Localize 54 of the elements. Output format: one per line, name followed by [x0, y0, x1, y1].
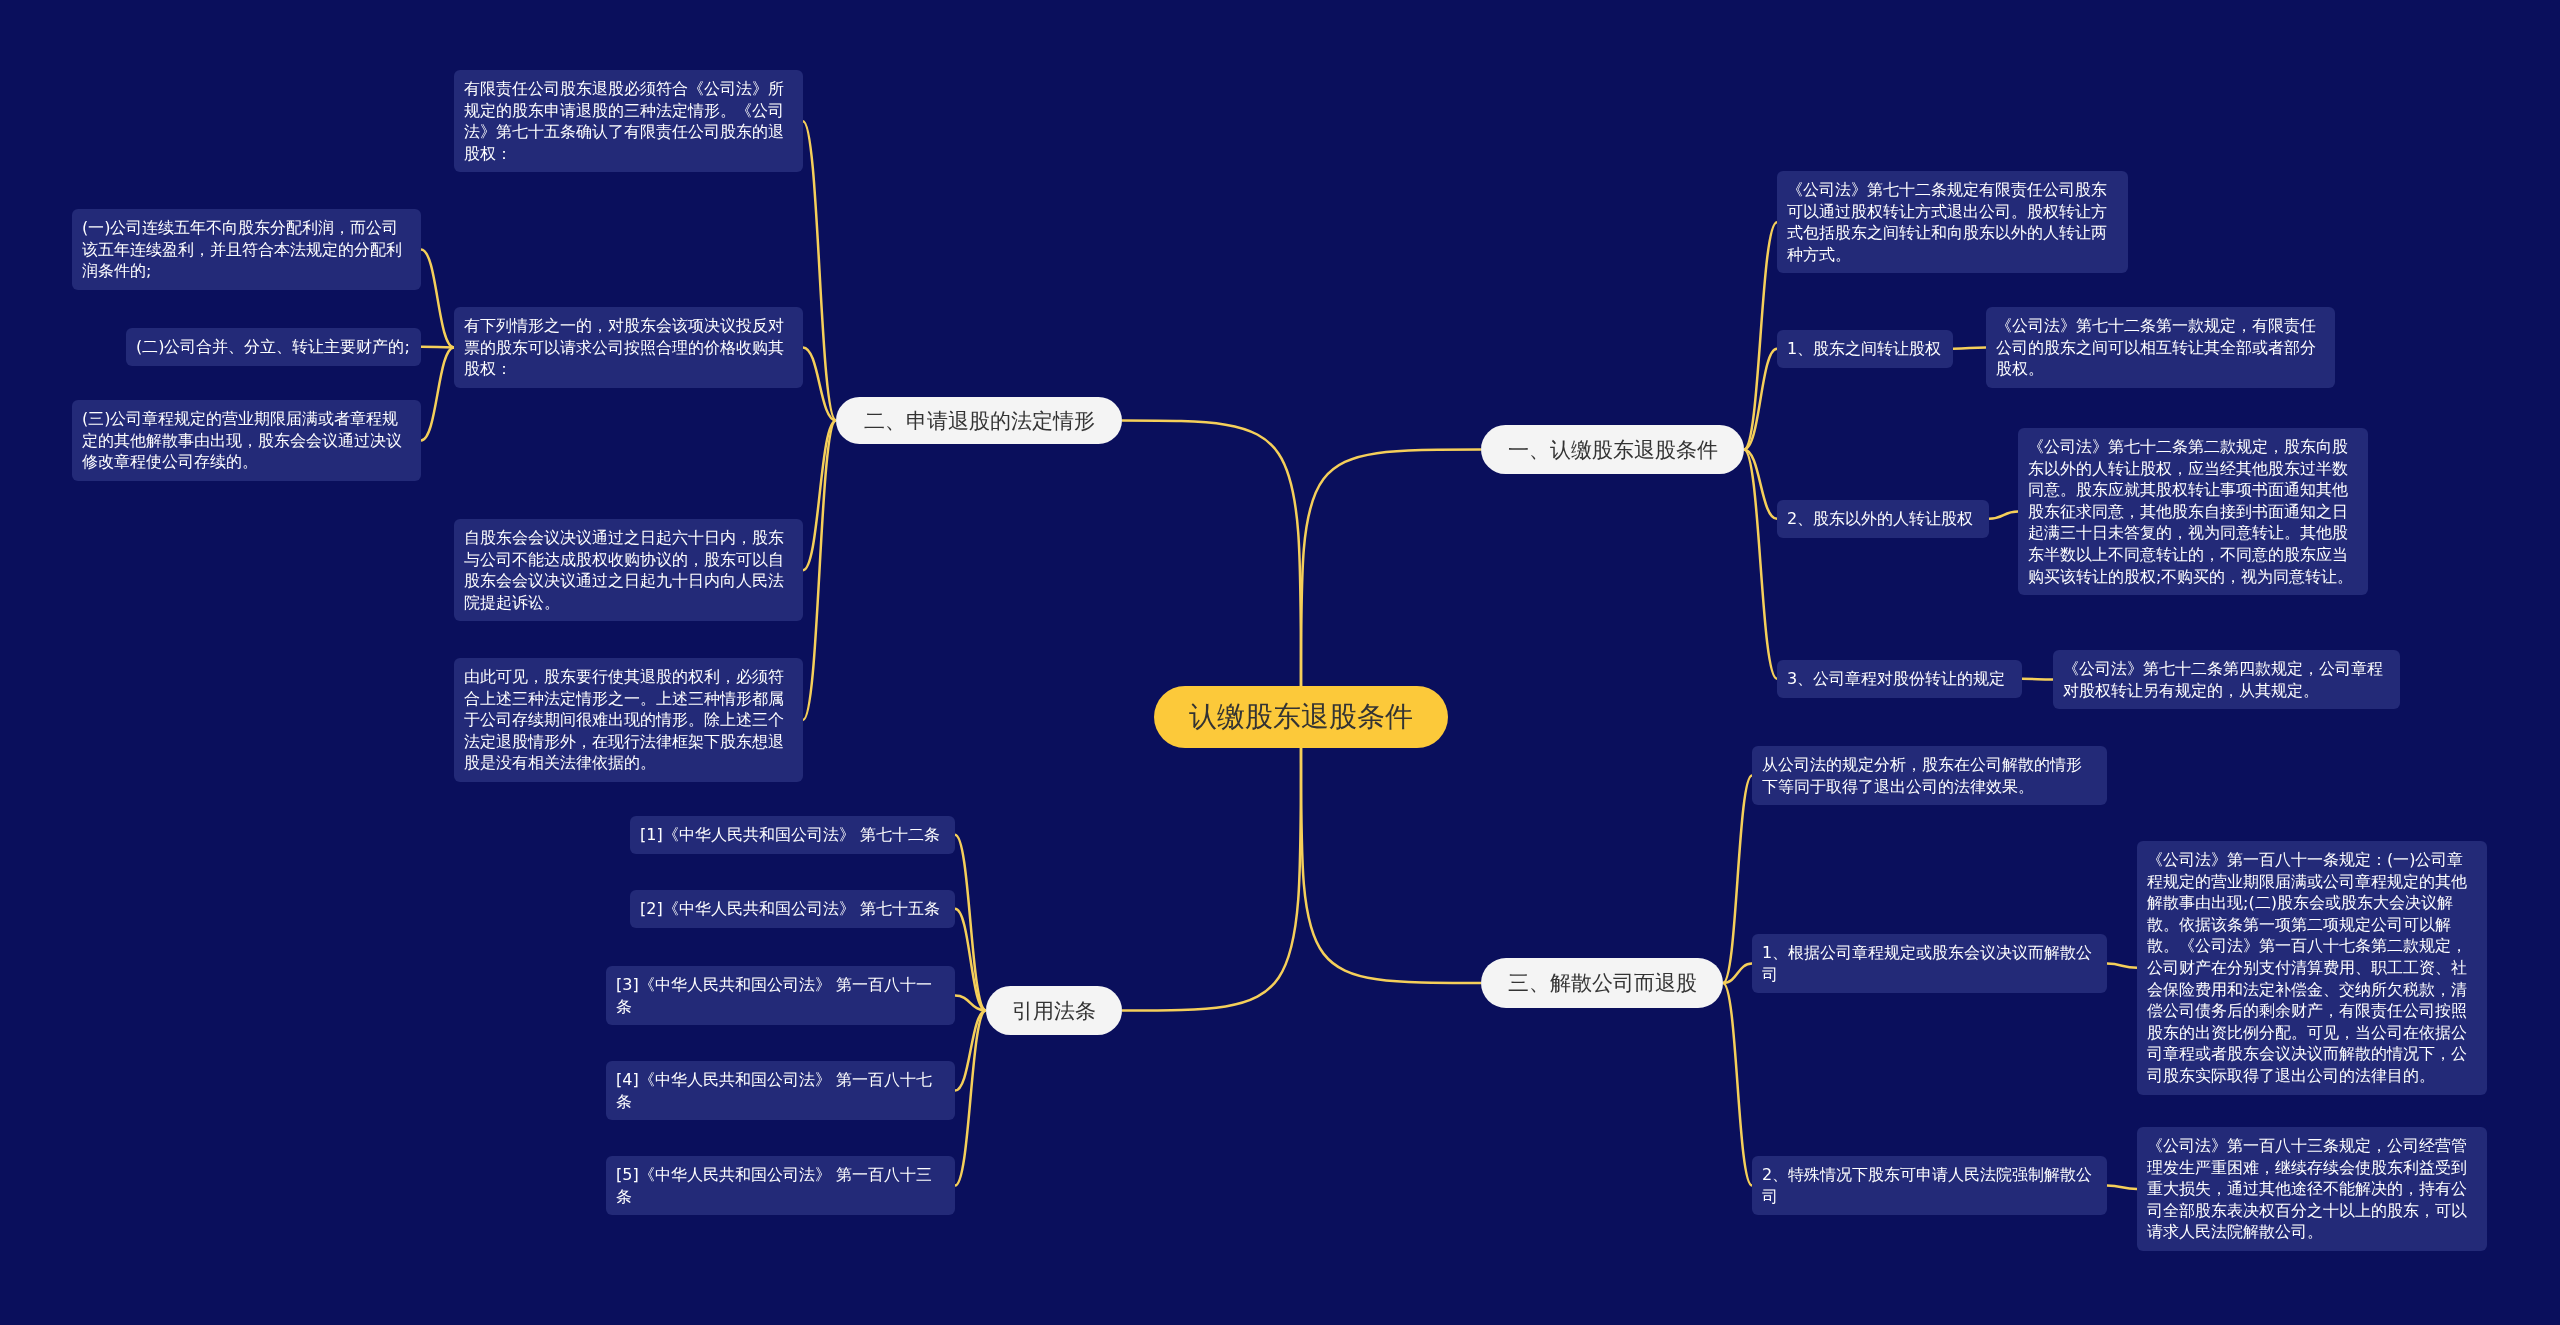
connector-line — [1722, 774, 1753, 984]
connector-line — [1122, 748, 1303, 1012]
connector-line — [421, 345, 454, 349]
topic-pill: 三、解散公司而退股 — [1481, 958, 1723, 1008]
connector-line — [954, 833, 987, 1012]
connector-line — [954, 1009, 987, 1187]
text-card: 自股东会会议决议通过之日起六十日内，股东与公司不能达成股权收购协议的，股东可以自股东会会议决议通过之日起九十日内向人民法院提起诉讼。 — [454, 519, 803, 622]
text-card: 3、公司章程对股份转让的规定 — [1777, 660, 2022, 698]
topic-pill: 引用法条 — [986, 986, 1122, 1035]
text-card: 《公司法》第七十二条规定有限责任公司股东可以通过股权转让方式退出公司。股权转让方式包括股东之间转让和向股东以外的人转让两种方式。 — [1777, 171, 2128, 274]
text-card: 2、股东以外的人转让股权 — [1777, 500, 1989, 538]
connector-line — [801, 419, 838, 721]
text-card: (一)公司连续五年不向股东分配利润，而公司该五年连续盈利，并且符合本法规定的分配利润条件的; — [72, 209, 421, 290]
text-card: [2]《中华人民共和国公司法》 第七十五条 — [630, 890, 955, 928]
connector-line — [954, 907, 987, 1012]
text-card: [5]《中华人民共和国公司法》 第一百八十三条 — [606, 1156, 955, 1216]
connector-line — [1722, 982, 1753, 1187]
text-card: 2、特殊情况下股东可申请人民法院强制解散公司 — [1752, 1156, 2107, 1216]
topic-pill: 一、认缴股东退股条件 — [1481, 425, 1744, 474]
text-card: [1]《中华人民共和国公司法》 第七十二条 — [630, 816, 955, 854]
connector-line — [802, 346, 837, 422]
connector-line — [1953, 346, 1986, 351]
connector-line — [2106, 1184, 2138, 1191]
connector-line — [1988, 510, 2019, 521]
text-card: 由此可见，股东要行使其退股的权利，必须符合上述三种法定情形之一。上述三种情形都属于公司存续期间很难出现的情形。除上述三个法定退股情形外，在现行法律框架下股东想退股是没有相关法律依据的。 — [454, 658, 803, 782]
topic-pill: 二、申请退股的法定情形 — [836, 397, 1122, 444]
connector-line — [2106, 962, 2138, 969]
text-card: 《公司法》第七十二条第一款规定，有限责任公司的股东之间可以相互转让其全部或者部分股权。 — [1986, 307, 2335, 388]
connector-line — [802, 419, 837, 572]
connector-line — [954, 1009, 987, 1092]
connector-line — [1743, 221, 1778, 451]
connector-line — [2022, 677, 2053, 681]
text-card: [4]《中华人民共和国公司法》 第一百八十七条 — [606, 1061, 955, 1121]
text-card: (三)公司章程规定的营业期限届满或者章程规定的其他解散事由出现，股东会会议通过决议修改章程使公司存续的。 — [72, 400, 421, 481]
text-card: 从公司法的规定分析，股东在公司解散的情形下等同于取得了退出公司的法律效果。 — [1752, 746, 2107, 806]
text-card: 《公司法》第七十二条第四款规定，公司章程对股权转让另有规定的，从其规定。 — [2053, 650, 2400, 710]
text-card: 1、根据公司章程规定或股东会议决议而解散公司 — [1752, 934, 2107, 994]
connector-line — [420, 248, 455, 349]
text-card: 有下列情形之一的，对股东会该项决议投反对票的股东可以请求公司按照合理的价格收购其股权： — [454, 307, 803, 388]
text-card: 《公司法》第一百八十一条规定：(一)公司章程规定的营业期限届满或公司章程规定的其他解散事由出现;(二)股东会或股东大会决议解散。依据该条第一项第二项规定公司可以解散。《公司法》第一百八十七条第二款规定，公司财产在分别支付清算费用、职工工资、社会保险费用和法定补偿金、交纳所欠税款，清偿公司债务后的剩余财产，有限责任公司按照股东的出资比例分配。可见，当公司在依据公司章程或者股东会议决议而解散的情况下，公司股东实际取得了退出公司的法律目的。 — [2137, 841, 2487, 1095]
text-card: 1、股东之间转让股权 — [1777, 330, 1953, 368]
connector-line — [420, 346, 455, 442]
connector-line — [1122, 419, 1303, 686]
text-card: 有限责任公司股东退股必须符合《公司法》所规定的股东申请退股的三种法定情形。《公司法》第七十五条确认了有限责任公司股东的退股权： — [454, 70, 803, 173]
text-card: [3]《中华人民共和国公司法》 第一百八十一条 — [606, 966, 955, 1026]
text-card: 《公司法》第七十二条第二款规定，股东向股东以外的人转让股权，应当经其他股东过半数同意。股东应就其股权转让事项书面通知其他股东征求同意，其他股东自接到书面通知之日起满三十日未答复的，视为同意转让。其他股东半数以上不同意转让的，不同意的股东应当购买该转让的股权;不购买的，视为同意转让。 — [2018, 428, 2368, 596]
text-card: (二)公司合并、分立、转让主要财产的; — [126, 328, 421, 366]
connector-line — [1743, 347, 1778, 451]
connector-line — [1722, 962, 1753, 985]
connector-line — [801, 120, 838, 422]
text-card: 《公司法》第一百八十三条规定，公司经营管理发生严重困难，继续存续会使股东利益受到重大损失，通过其他途径不能解决的，持有公司全部股东表决权百分之十以上的股东，可以请求人民法院解散公司。 — [2137, 1127, 2487, 1251]
connector-line — [1743, 448, 1778, 520]
connector-line — [1743, 448, 1778, 680]
central-topic: 认缴股东退股条件 — [1154, 686, 1448, 748]
